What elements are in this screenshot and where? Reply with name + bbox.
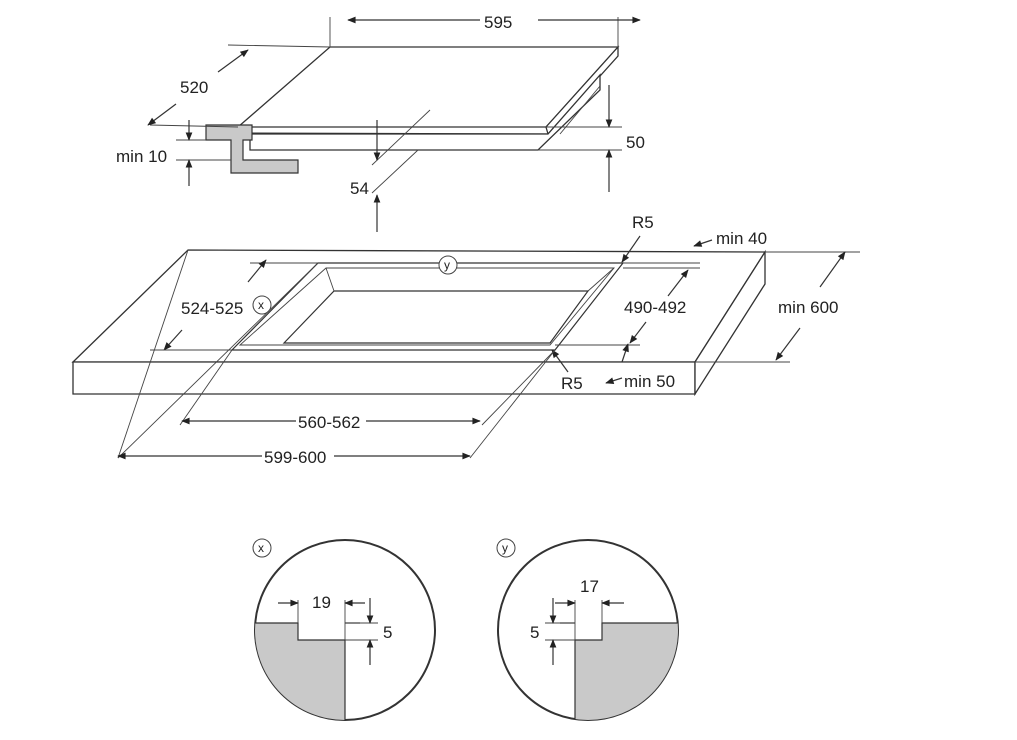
hob-depth-label: 520 [180, 78, 208, 97]
hob-drawing [205, 45, 620, 174]
worktop-front [72, 361, 696, 395]
detail-y-marker-icon [496, 538, 516, 558]
detail-x-horizontal-label: 19 [312, 593, 331, 612]
detail-x-marker-label: x [258, 541, 264, 555]
detail-y-marker-label: y [502, 541, 508, 555]
corner-radius-bottom-label: R5 [561, 374, 583, 393]
detail-x-vertical-label: 5 [383, 623, 392, 642]
cutout-rebate [238, 267, 615, 346]
total-width-label: 599-600 [264, 448, 326, 467]
corner-radius-top-label: R5 [632, 213, 654, 232]
marker-x-icon [252, 295, 272, 315]
bracket-clearance-label: min 10 [116, 147, 167, 166]
detail-y: y 17 5 [496, 538, 679, 721]
cutout-width-label: 524-525 [181, 299, 243, 318]
glass-height-label: 50 [626, 133, 645, 152]
cutout-hole [282, 290, 590, 344]
back-clearance-label: min 40 [716, 229, 767, 248]
marker-y-label: y [444, 258, 450, 272]
front-clearance-label: min 50 [624, 372, 675, 391]
detail-y-horizontal-label: 17 [580, 577, 599, 596]
detail-x: x 19 5 [252, 538, 436, 721]
worktop-depth-label: min 600 [778, 298, 838, 317]
total-height-label: 54 [350, 179, 369, 198]
mounting-bracket [205, 124, 299, 174]
hob-body [249, 73, 601, 151]
detail-x-marker-icon [252, 538, 272, 558]
marker-x-label: x [258, 298, 264, 312]
outer-width-label: 560-562 [298, 413, 360, 432]
hob-dimensions: 595 520 min 10 50 54 [116, 13, 645, 232]
cutout-dimensions: R5 min 40 min 600 490-492 R5 min 50 524-… [117, 213, 860, 467]
marker-y-icon [438, 255, 458, 275]
detail-y-vertical-label: 5 [530, 623, 539, 642]
hob-width-label: 595 [484, 13, 512, 32]
worktop-side [694, 249, 766, 397]
cutout-depth-label: 490-492 [624, 298, 686, 317]
